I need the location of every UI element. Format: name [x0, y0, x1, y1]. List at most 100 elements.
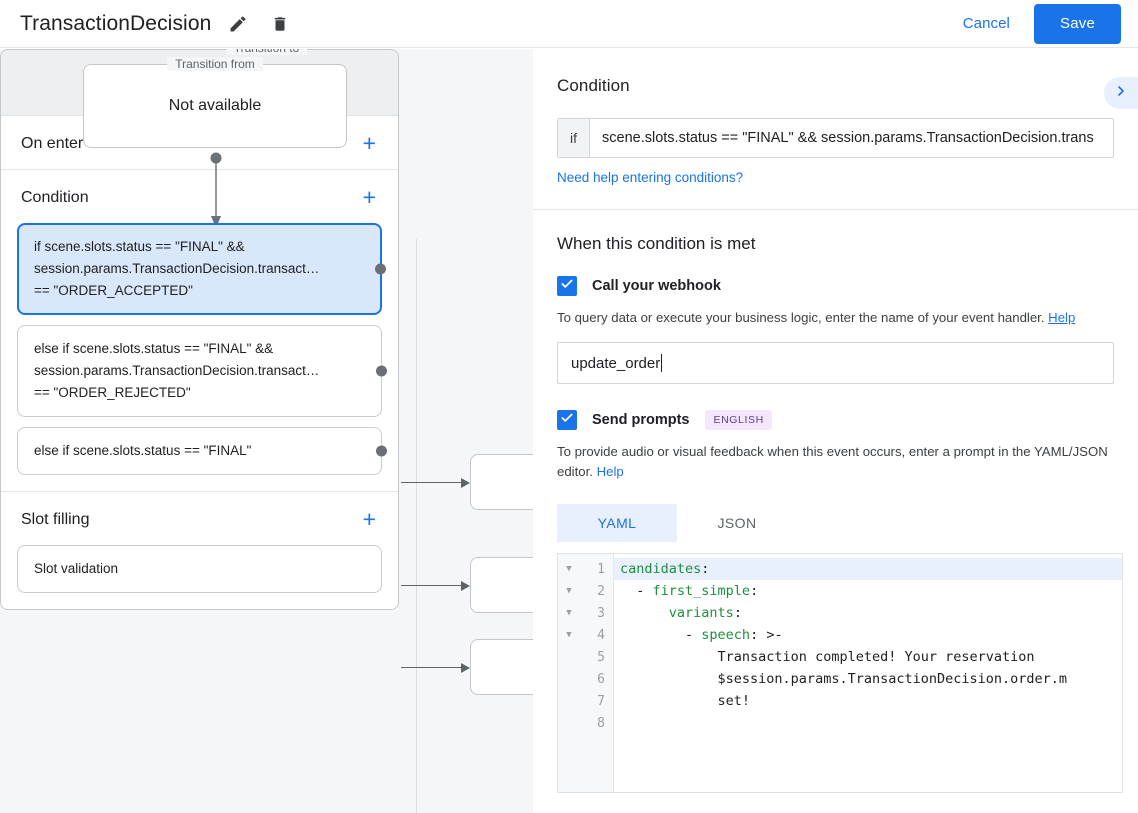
send-prompts-helper: To provide audio or visual feedback when…: [557, 442, 1109, 482]
editor-code-area[interactable]: candidates: - first_simple: variants: - …: [614, 554, 1122, 792]
editor-code-line: Transaction completed! Your reservation: [620, 649, 1035, 665]
condition-chip-accepted[interactable]: if scene.slots.status == "FINAL" && sess…: [17, 223, 386, 315]
check-icon: [560, 277, 574, 296]
slot-validation-chip[interactable]: Slot validation: [17, 545, 382, 593]
call-webhook-checkbox[interactable]: [557, 276, 577, 296]
send-prompts-checkbox[interactable]: [557, 410, 577, 430]
editor-gutter-row: ▼1: [558, 558, 613, 580]
editor-code-line: - first_simple:: [620, 583, 759, 599]
fold-triangle-icon[interactable]: ▼: [566, 586, 572, 596]
edge-final: [401, 667, 467, 668]
canvas-inner: Transition from Not available Transition…: [0, 49, 533, 813]
edge-rejected: [401, 585, 467, 586]
condition-section: Condition if scene.slots.status == "FINA…: [533, 49, 1138, 187]
scene-canvas[interactable]: Transition from Not available Transition…: [0, 49, 533, 813]
editor-line-number: 3: [597, 605, 605, 621]
page-title: TransactionDecision: [20, 11, 212, 35]
save-button[interactable]: Save: [1034, 3, 1121, 44]
check-icon: [560, 411, 574, 430]
condition-chip-line: session.params.TransactionDecision.trans…: [34, 261, 320, 276]
section-condition-title: Condition: [21, 188, 89, 206]
editor-line-number: 4: [597, 627, 605, 643]
transition-from-legend: Transition from: [167, 57, 263, 71]
condition-chip-final[interactable]: else if scene.slots.status == "FINAL": [17, 427, 387, 475]
condition-if-prefix: if: [558, 119, 590, 157]
condition-chip-line: else if scene.slots.status == "FINAL" &&: [34, 341, 274, 356]
event-handler-value: update_order: [571, 354, 661, 372]
condition-input[interactable]: scene.slots.status == "FINAL" && session…: [602, 130, 1094, 146]
call-webhook-help-link[interactable]: Help: [1048, 310, 1076, 325]
fold-triangle-icon[interactable]: ▼: [566, 564, 572, 574]
send-prompts-row[interactable]: Send prompts ENGLISH: [557, 410, 1114, 430]
condition-heading: Condition: [557, 76, 630, 95]
transition-to-legend: Transition to: [225, 49, 308, 55]
section-on-enter-header: On enter +: [1, 116, 398, 169]
slot-filling-list: Slot validation: [1, 545, 398, 609]
add-slot-filling-button[interactable]: +: [362, 506, 376, 532]
editor-line-number: 6: [597, 671, 605, 687]
fold-triangle-icon[interactable]: ▼: [566, 630, 572, 640]
add-condition-button[interactable]: +: [362, 184, 376, 210]
fold-triangle-icon[interactable]: ▼: [566, 608, 572, 618]
condition-chip-rejected[interactable]: else if scene.slots.status == "FINAL" &&…: [17, 325, 387, 417]
transition-connector: [210, 152, 224, 237]
send-prompts-help-link[interactable]: Help: [596, 464, 624, 479]
expand-panel-button[interactable]: [1104, 77, 1138, 109]
when-condition-met-heading: When this condition is met: [557, 234, 756, 253]
details-panel: Condition if scene.slots.status == "FINA…: [533, 49, 1138, 813]
editor-gutter-row: ▼4: [558, 624, 613, 646]
editor-code-line: $session.params.TransactionDecision.orde…: [620, 671, 1068, 687]
editor-gutter-row: ▼2: [558, 580, 613, 602]
condition-input-row[interactable]: if scene.slots.status == "FINAL" && sess…: [557, 118, 1114, 158]
tab-json[interactable]: JSON: [717, 515, 757, 531]
language-badge: ENGLISH: [705, 410, 772, 430]
call-webhook-helper: To query data or execute your business l…: [557, 308, 1109, 328]
condition-chip-line: == "ORDER_REJECTED": [34, 385, 191, 400]
target-box-accepted[interactable]: [470, 454, 533, 510]
panel-divider: [533, 209, 1138, 210]
condition-help-link[interactable]: Need help entering conditions?: [557, 170, 744, 185]
edge-final-arrowhead: [461, 663, 470, 673]
slot-validation-label: Slot validation: [34, 561, 119, 576]
editor-code-line: - speech: >-: [620, 627, 783, 643]
condition-chip-connector-dot: [376, 365, 387, 377]
edit-name-button[interactable]: [223, 9, 253, 39]
tab-yaml[interactable]: YAML: [557, 504, 677, 542]
condition-chip-connector-dot: [376, 445, 387, 457]
target-box-rejected[interactable]: [470, 557, 533, 613]
editor-gutter-row: 8: [558, 712, 613, 734]
condition-chip-line: else if scene.slots.status == "FINAL": [34, 443, 252, 458]
section-condition: Condition + if scene.slots.status == "FI…: [1, 170, 398, 492]
section-slot-filling-header: Slot filling +: [1, 492, 398, 545]
cancel-button[interactable]: Cancel: [953, 7, 1020, 40]
trash-icon: [271, 14, 289, 34]
editor-line-number: 5: [597, 649, 605, 665]
editor-line-number: 7: [597, 693, 605, 709]
section-on-enter-title: On enter: [21, 134, 84, 152]
edge-rejected-arrowhead: [461, 581, 470, 591]
top-bar: TransactionDecision Cancel Save: [0, 0, 1138, 48]
chevron-right-icon: [1113, 83, 1129, 104]
call-webhook-row[interactable]: Call your webhook: [557, 276, 1114, 296]
editor-line-number: 1: [597, 561, 605, 577]
add-on-enter-button[interactable]: +: [362, 130, 376, 156]
condition-list: if scene.slots.status == "FINAL" && sess…: [1, 223, 398, 491]
section-slot-filling-title: Slot filling: [21, 510, 90, 528]
pencil-icon: [228, 14, 248, 34]
send-prompts-label: Send prompts: [592, 412, 690, 428]
editor-code-line: set!: [620, 693, 751, 709]
editor-code-line: candidates:: [614, 558, 1122, 580]
text-caret: [661, 354, 663, 372]
condition-chip-line: if scene.slots.status == "FINAL" &&: [34, 239, 245, 254]
transition-from-value: Not available: [168, 97, 262, 114]
condition-chip-line: == "ORDER_ACCEPTED": [34, 283, 193, 298]
delete-button[interactable]: [265, 9, 295, 39]
call-webhook-helper-text: To query data or execute your business l…: [557, 310, 1045, 325]
target-box-final[interactable]: [470, 639, 533, 695]
send-prompts-helper-text: To provide audio or visual feedback when…: [557, 444, 1108, 479]
editor-code-line: variants:: [668, 605, 742, 621]
event-handler-input[interactable]: update_order: [557, 342, 1114, 384]
